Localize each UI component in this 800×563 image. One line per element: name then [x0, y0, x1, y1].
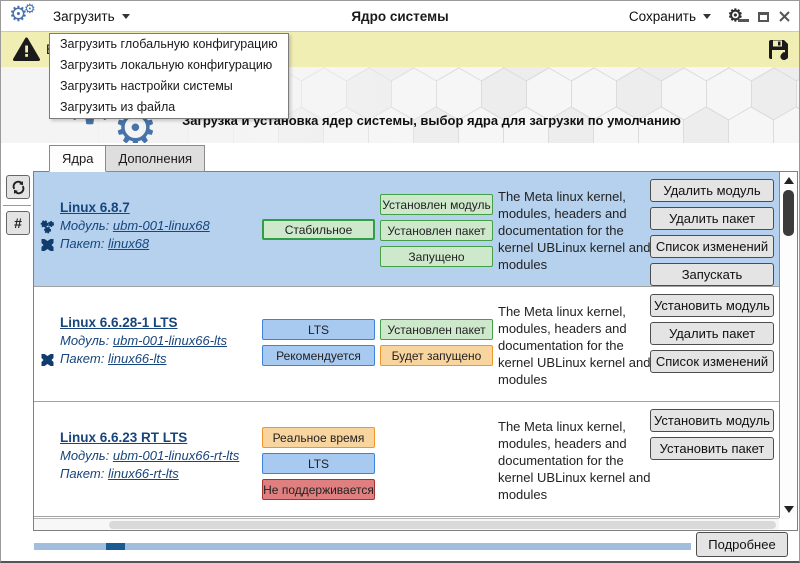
menu-item-load-local-config[interactable]: Загрузить локальную конфигурацию [60, 58, 273, 72]
close-icon [779, 11, 790, 22]
progress-bar [34, 543, 691, 550]
sidebar-divider [3, 205, 31, 206]
app-logo-gears-icon: ⚙ ⚙ [9, 1, 36, 26]
menu-item-load-system-settings[interactable]: Загрузить настройки системы [60, 79, 233, 93]
kernel-name-link[interactable]: Linux 6.6.28-1 LTS [60, 315, 178, 330]
remove-module-button[interactable]: Удалить модуль [650, 179, 774, 202]
status-badge-package-installed: Установлен пакет [380, 319, 493, 340]
save-menu-label: Сохранить [628, 9, 696, 24]
status-badge-unsupported: Не поддерживается [262, 479, 375, 500]
kernel-name-link[interactable]: Linux 6.8.7 [60, 200, 130, 215]
maximize-button[interactable] [758, 11, 769, 22]
status-badge-module-installed: Установлен модуль [380, 194, 493, 215]
tab-addons[interactable]: Дополнения [106, 145, 206, 172]
chevron-down-icon [703, 14, 711, 19]
load-menu-label: Загрузить [53, 9, 115, 24]
module-label: Модуль: [60, 448, 110, 463]
menu-item-load-from-file[interactable]: Загрузить из файла [60, 100, 176, 114]
close-button[interactable] [778, 10, 791, 23]
status-badge-lts: LTS [262, 319, 375, 340]
status-badge-lts: LTS [262, 453, 375, 474]
warning-triangle-icon [13, 37, 40, 61]
details-button[interactable]: Подробнее [696, 532, 788, 557]
minimize-button[interactable] [738, 11, 749, 22]
status-badge-stable: Стабильное [262, 219, 375, 240]
module-link[interactable]: ubm-001-linux66-rt-lts [112, 448, 240, 463]
kernel-name-link[interactable]: Linux 6.6.23 RT LTS [60, 430, 188, 445]
save-menu-button[interactable]: Сохранить [629, 1, 711, 32]
menu-item-load-global-config[interactable]: Загрузить глобальную конфигурацию [60, 37, 278, 51]
scrollbar-thumb[interactable] [783, 190, 794, 236]
status-badge-running: Запущено [380, 246, 493, 267]
kernel-description: The Meta linux kernel, modules, headers … [498, 304, 651, 387]
package-link[interactable]: linux66-lts [107, 351, 167, 366]
changelog-button[interactable]: Список изменений [650, 350, 774, 373]
kernel-list: Linux 6.8.7 Модуль: ubm-001-linux68 Паке… [33, 171, 798, 531]
kernel-description: The Meta linux kernel, modules, headers … [498, 419, 651, 502]
module-link[interactable]: ubm-001-linux66-lts [112, 333, 228, 348]
tab-kernels[interactable]: Ядра [49, 145, 107, 172]
module-label: Модуль: [60, 218, 110, 233]
status-badge-realtime: Реальное время [262, 427, 375, 448]
kernel-description: The Meta linux kernel, modules, headers … [498, 189, 651, 272]
kernel-row-linux-6-8-7[interactable]: Linux 6.8.7 Модуль: ubm-001-linux68 Паке… [34, 172, 780, 287]
package-link[interactable]: linux66-rt-lts [107, 466, 179, 481]
package-icon [41, 239, 54, 251]
load-menu-button[interactable]: Загрузить [53, 1, 130, 32]
save-floppy-icon[interactable] [767, 38, 790, 61]
chevron-down-icon [121, 14, 130, 19]
status-badge-package-installed: Установлен пакет [380, 220, 493, 241]
tab-bar: Ядра Дополнения [49, 145, 206, 172]
horizontal-scrollbar[interactable] [34, 518, 779, 530]
page-subtitle: Загрузка и установка ядер системы, выбор… [182, 113, 681, 128]
vertical-scrollbar[interactable] [779, 172, 797, 518]
scroll-down-arrow[interactable] [780, 502, 797, 517]
remove-package-button[interactable]: Удалить пакет [650, 207, 774, 230]
scroll-up-arrow[interactable] [780, 173, 797, 188]
package-label: Пакет: [60, 466, 105, 481]
module-link[interactable]: ubm-001-linux68 [112, 218, 210, 233]
module-label: Модуль: [60, 333, 110, 348]
package-label: Пакет: [60, 236, 105, 251]
titlebar: ⚙ ⚙ Загрузить Ядро системы Сохранить ⚙ [1, 1, 799, 32]
status-badge-recommended: Рекомендуется [262, 345, 375, 366]
changelog-button[interactable]: Список изменений [650, 235, 774, 258]
load-dropdown-menu: Загрузить глобальную конфигурацию Загруз… [49, 33, 289, 119]
scrollbar-thumb[interactable] [109, 521, 776, 529]
kernel-row-linux-6-6-23-rt-lts[interactable]: Linux 6.6.23 RT LTS Модуль: ubm-001-linu… [34, 402, 780, 517]
install-module-button[interactable]: Установить модуль [650, 409, 774, 432]
progress-indicator [106, 543, 125, 550]
window-controls [738, 1, 791, 32]
hash-button[interactable]: # [6, 211, 30, 235]
module-gears-icon [40, 220, 55, 234]
package-icon [41, 354, 54, 366]
package-label: Пакет: [60, 351, 105, 366]
remove-package-button[interactable]: Удалить пакет [650, 322, 774, 345]
kernel-row-linux-6-6-28-lts[interactable]: Linux 6.6.28-1 LTS Модуль: ubm-001-linux… [34, 287, 780, 402]
set-default-boot-button[interactable]: Запускать [650, 263, 774, 286]
refresh-icon [12, 180, 24, 194]
status-badge-will-run: Будет запущено [380, 345, 493, 366]
install-module-button[interactable]: Установить модуль [650, 294, 774, 317]
install-package-button[interactable]: Установить пакет [650, 437, 774, 460]
package-link[interactable]: linux68 [107, 236, 150, 251]
refresh-button[interactable] [6, 175, 30, 199]
